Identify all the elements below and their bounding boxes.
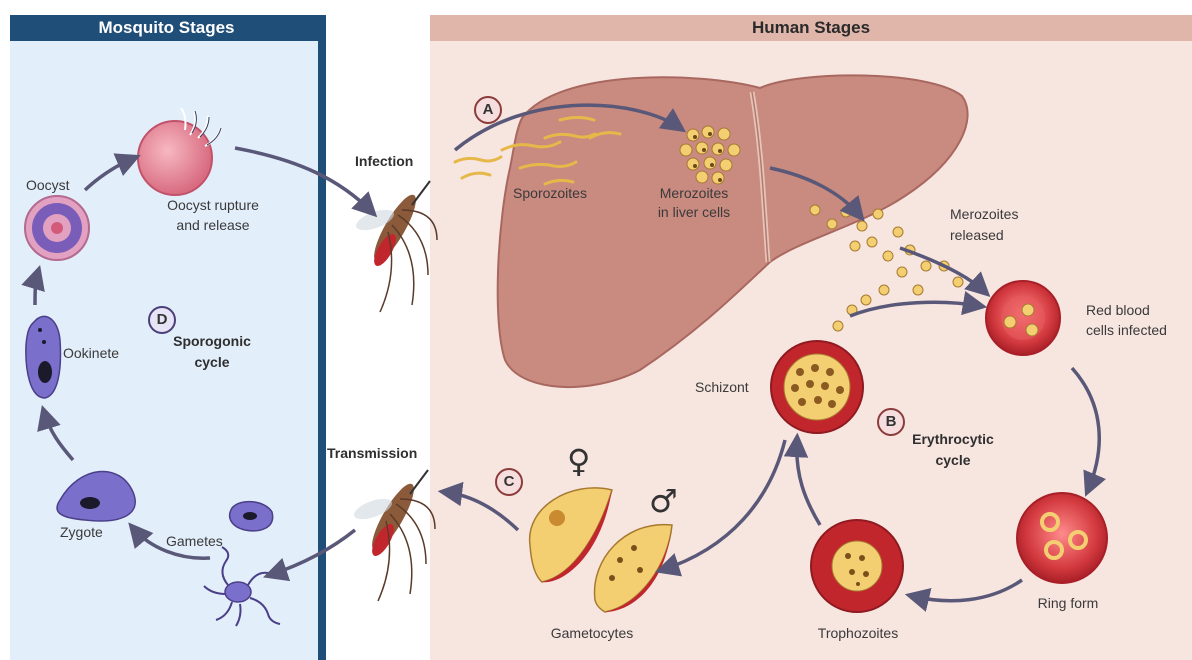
rbc-infected-label-2: cells infected (1086, 321, 1167, 339)
rbc-infected (986, 281, 1060, 355)
oocyst-rupture-label-1: Oocyst rupture (167, 196, 259, 214)
erythrocytic-label-1: Erythrocytic (912, 430, 994, 448)
badge-c: C (495, 468, 523, 496)
merozoites-released-label-1: Merozoites (950, 205, 1018, 223)
badge-d: D (148, 306, 176, 334)
transmission-label: Transmission (327, 444, 417, 462)
gametocytes-label: Gametocytes (551, 624, 633, 642)
trophozoite-cell (811, 520, 903, 612)
schizont-cell (771, 341, 863, 433)
oocyst-rupture-label-2: and release (176, 216, 249, 234)
trophozoites-label: Trophozoites (818, 624, 898, 642)
sporogonic-label-2: cycle (194, 353, 229, 371)
erythrocytic-label-2: cycle (935, 451, 970, 469)
schizont-label: Schizont (695, 378, 749, 396)
zygote-label: Zygote (60, 523, 103, 541)
sporozoites-label: Sporozoites (513, 184, 587, 202)
merozoites-liver-label-2: in liver cells (658, 203, 730, 221)
female-symbol: ♀ (567, 445, 590, 477)
mosquito-panel-border (318, 15, 326, 660)
ookinete-label: Ookinete (63, 344, 119, 362)
mosquito-stages-title: Mosquito Stages (10, 16, 323, 40)
badge-a: A (474, 96, 502, 124)
infection-label: Infection (355, 152, 413, 170)
ring-form-cell (1017, 493, 1107, 583)
mosquito-infection (353, 181, 437, 312)
sporogonic-label-1: Sporogonic (173, 332, 251, 350)
merozoites-liver-label-1: Merozoites (660, 184, 728, 202)
mosquito-transmission (351, 470, 435, 601)
merozoites-released-label-2: released (950, 226, 1004, 244)
ring-form-label: Ring form (1038, 594, 1099, 612)
gametes-label: Gametes (166, 532, 223, 550)
oocyst-label: Oocyst (26, 176, 70, 194)
ookinete (26, 316, 61, 398)
rbc-infected-label-1: Red blood (1086, 301, 1150, 319)
human-stages-title: Human Stages (430, 16, 1192, 40)
oocyst (25, 196, 89, 260)
male-symbol: ♂ (649, 485, 678, 517)
badge-b: B (877, 408, 905, 436)
